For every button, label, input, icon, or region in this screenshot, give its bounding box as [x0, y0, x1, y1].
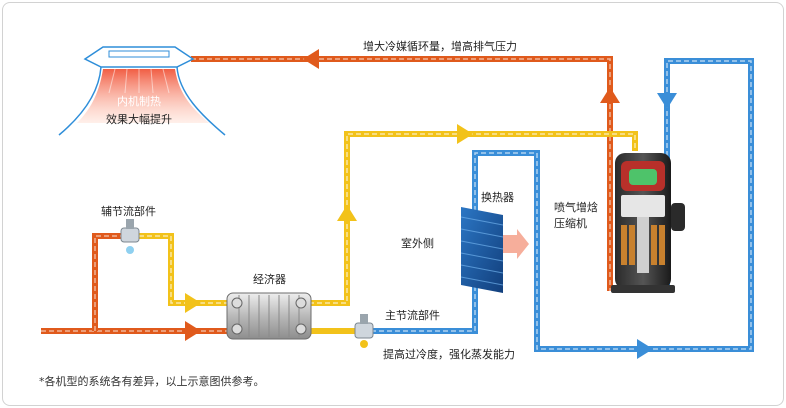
aux-valve-label: 辅节流部件: [101, 205, 156, 218]
heat-exchanger-label: 换热器: [481, 191, 514, 204]
warm-pipe-injection: [139, 131, 638, 334]
indoor-effect-line1: 内机制热: [117, 95, 161, 108]
flow-arrow-cold-down: [657, 93, 677, 109]
hot-pipe-top: [191, 56, 613, 291]
main-valve-effect-label: 提高过冷度，强化蒸发能力: [383, 348, 515, 361]
economizer-icon: [226, 292, 312, 340]
flow-arrow-top-left: [303, 49, 319, 69]
flow-arrow-cold-bottom: [637, 339, 653, 359]
footnote: *各机型的系统各有差异，以上示意图供参考。: [39, 375, 265, 388]
flow-arrow-up-warm: [337, 205, 357, 221]
system-diagram: [41, 46, 754, 359]
main-valve-icon: [354, 314, 374, 348]
flow-arrow-injection: [185, 293, 201, 313]
flow-arrow-inlet: [185, 321, 201, 341]
flow-arrow-warm-right: [457, 124, 473, 144]
indoor-effect-line2: 效果大幅提升: [106, 113, 172, 126]
economizer-label: 经济器: [253, 273, 286, 286]
flow-arrow-up-hot: [600, 87, 620, 103]
heat-exchanger-icon: [460, 207, 529, 293]
compressor-icon: [611, 153, 685, 293]
compressor-label-line1: 喷气增焓: [554, 201, 598, 214]
aux-valve-icon: [120, 219, 140, 254]
top-flow-label: 增大冷媒循环量，增高排气压力: [363, 40, 517, 53]
main-valve-label: 主节流部件: [385, 309, 440, 322]
indoor-unit-icon: [58, 46, 226, 136]
hot-pipe-aux-branch: [92, 233, 121, 331]
outdoor-side-label: 室外侧: [401, 237, 434, 250]
compressor-label-line2: 压缩机: [554, 217, 587, 230]
